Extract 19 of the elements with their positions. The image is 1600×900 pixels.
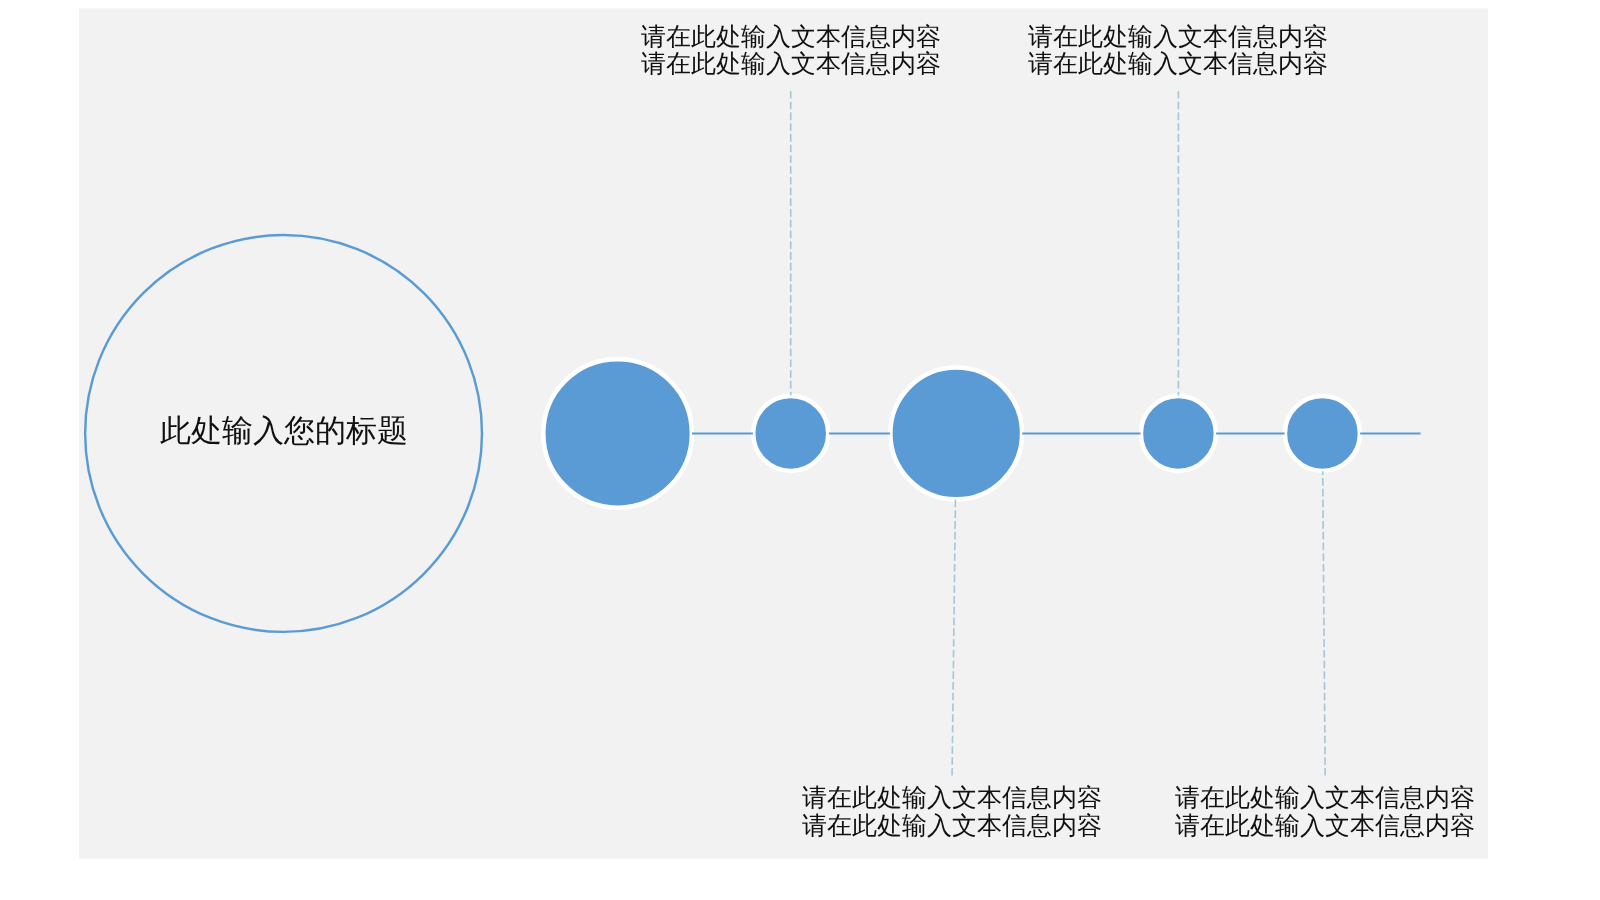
node-text: 请在此处输入文本信息内容 请在此处输入文本信息内容 (1028, 21, 1329, 79)
node-text: 请在此处输入文本信息内容 请在此处输入文本信息内容 (640, 21, 941, 79)
connector (789, 90, 792, 397)
node-circle (888, 365, 1025, 502)
connector (1022, 432, 1141, 435)
connector (1321, 470, 1327, 777)
connector (692, 432, 753, 435)
connector (1360, 432, 1421, 435)
connector (951, 498, 957, 777)
node-circle (540, 356, 695, 511)
node-circle (1282, 393, 1363, 474)
connector (1216, 432, 1285, 435)
node-circle (750, 393, 831, 474)
node-circle: 此处输入您的标题 (83, 233, 484, 634)
node-text: 请在此处输入文本信息内容 请在此处输入文本信息内容 (801, 783, 1102, 840)
connector (828, 432, 891, 435)
connector (1177, 90, 1180, 397)
node-text: 请在此处输入文本信息内容 请在此处输入文本信息内容 (1175, 783, 1476, 840)
node-circle (1138, 393, 1219, 474)
